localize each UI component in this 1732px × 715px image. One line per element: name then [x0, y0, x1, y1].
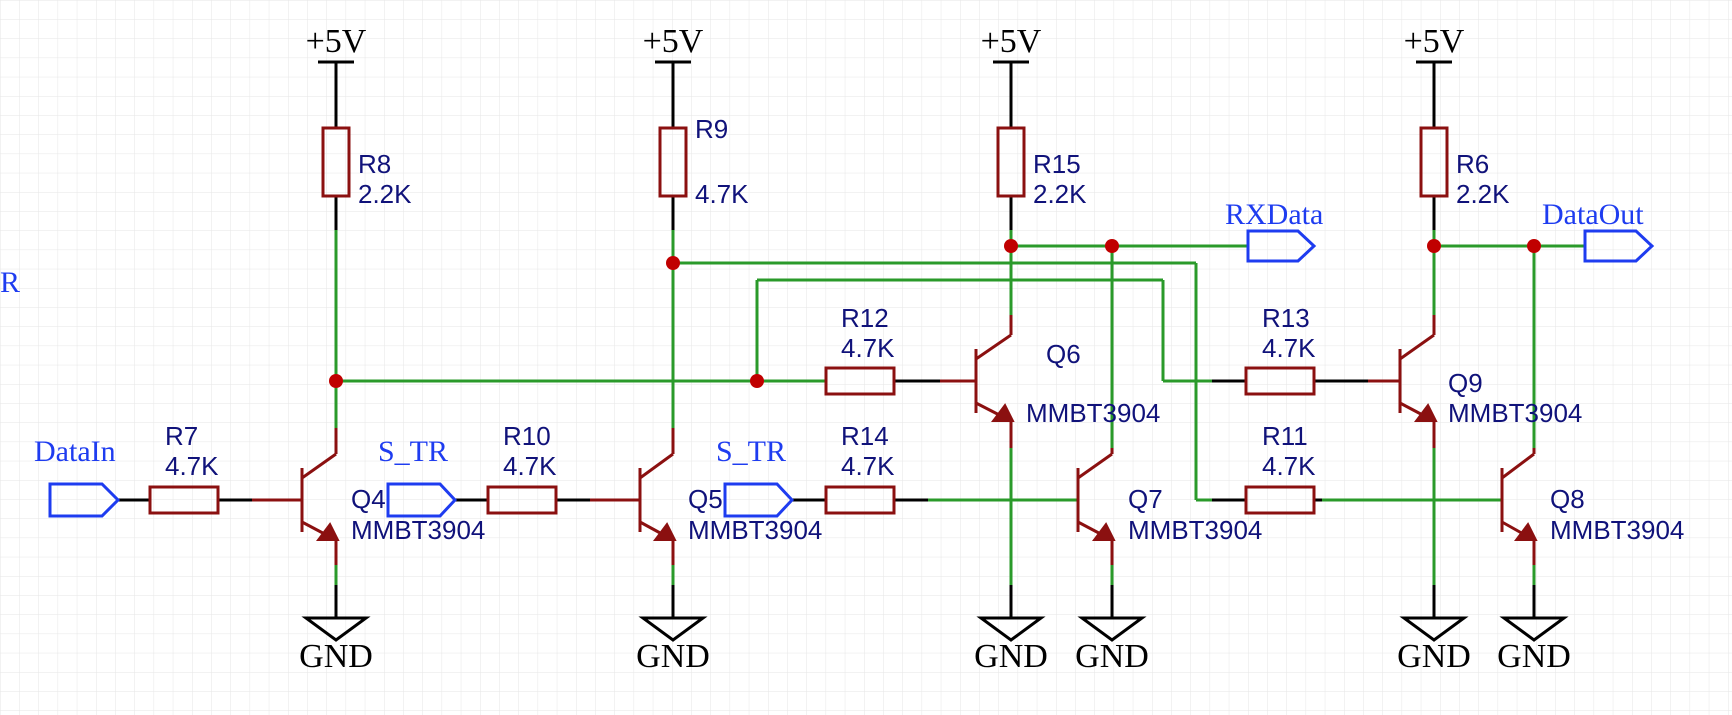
resistor-r10[interactable] [486, 485, 558, 515]
r13-value: 4.7K [1262, 333, 1316, 363]
transistor-q9[interactable] [1368, 315, 1438, 448]
q8-ref: Q8 [1550, 484, 1585, 514]
junction-dot [1427, 239, 1441, 253]
transistor-q6[interactable] [940, 315, 1015, 448]
r11-value: 4.7K [1262, 451, 1316, 481]
gnd-symbols: GND GND GND GND GND GND [299, 616, 1571, 675]
net-label-s-tr-1: S_TR [378, 435, 448, 468]
gnd-label-6: GND [1497, 638, 1571, 675]
resistor-r11[interactable] [1244, 485, 1316, 515]
net-label-datain: DataIn [34, 435, 116, 468]
resistor-r13[interactable] [1244, 366, 1316, 396]
gnd-label-1: GND [299, 638, 373, 675]
q8-part: MMBT3904 [1550, 515, 1684, 545]
r6-value: 2.2K [1456, 179, 1510, 209]
r12-ref: R12 [841, 303, 889, 333]
gnd-label-5: GND [1397, 638, 1471, 675]
vcc-label-1: +5V [306, 23, 367, 60]
pin-leads [118, 62, 1536, 618]
net-port-s-tr-1[interactable] [386, 482, 458, 518]
resistors [148, 126, 1449, 515]
r9-ref: R9 [695, 114, 728, 144]
vcc-label-2: +5V [643, 23, 704, 60]
q4-ref: Q4 [351, 484, 386, 514]
junctions [329, 239, 1541, 388]
resistor-r7[interactable] [148, 485, 220, 515]
transistor-q7[interactable] [1076, 448, 1116, 565]
transistor-q5[interactable] [590, 428, 677, 565]
r11-ref: R11 [1262, 421, 1308, 451]
gnd-label-2: GND [636, 638, 710, 675]
resistor-r9[interactable] [658, 126, 688, 198]
resistor-r12[interactable] [824, 366, 896, 396]
transistor-q8[interactable] [1500, 448, 1538, 565]
vcc-label-4: +5V [1404, 23, 1465, 60]
resistor-r6[interactable] [1419, 126, 1449, 198]
q6-ref: Q6 [1046, 339, 1081, 369]
gnd-label-3: GND [974, 638, 1048, 675]
r8-ref: R8 [358, 149, 391, 179]
q6-part: MMBT3904 [1026, 398, 1160, 428]
r14-value: 4.7K [841, 451, 895, 481]
net-label-edge-fragment: R [0, 266, 20, 299]
q7-part: MMBT3904 [1128, 515, 1262, 545]
r15-ref: R15 [1033, 149, 1081, 179]
r15-value: 2.2K [1033, 179, 1087, 209]
r6-ref: R6 [1456, 149, 1489, 179]
net-port-datain[interactable] [48, 482, 121, 518]
q5-ref: Q5 [688, 484, 723, 514]
net-label-s-tr-2: S_TR [716, 435, 786, 468]
q5-part: MMBT3904 [688, 515, 822, 545]
r9-value: 4.7K [695, 179, 749, 209]
vcc-label-3: +5V [981, 23, 1042, 60]
junction-dot [1527, 239, 1541, 253]
resistor-r15[interactable] [996, 126, 1026, 198]
q9-ref: Q9 [1448, 368, 1483, 398]
resistor-r8[interactable] [321, 126, 351, 198]
net-port-s-tr-2[interactable] [723, 482, 795, 518]
net-ports: R DataIn S_TR S_TR RXData DataOut [0, 198, 1655, 518]
component-labels: R8 2.2K R9 4.7K R15 2.2K R6 2.2K R7 4.7K… [165, 114, 1684, 545]
transistor-q4[interactable] [252, 428, 340, 565]
r13-ref: R13 [1262, 303, 1310, 333]
junction-dot [750, 374, 764, 388]
net-port-dataout[interactable] [1583, 229, 1655, 263]
r7-value: 4.7K [165, 451, 219, 481]
r10-ref: R10 [503, 421, 551, 451]
junction-dot [666, 256, 680, 270]
r12-value: 4.7K [841, 333, 895, 363]
r14-ref: R14 [841, 421, 889, 451]
r10-value: 4.7K [503, 451, 557, 481]
vcc-symbols: +5V +5V +5V +5V [306, 23, 1465, 64]
r7-ref: R7 [165, 421, 198, 451]
junction-dot [1004, 239, 1018, 253]
transistors [252, 315, 1538, 565]
r8-value: 2.2K [358, 179, 412, 209]
gnd-label-4: GND [1075, 638, 1149, 675]
junction-dot [1105, 239, 1119, 253]
q4-part: MMBT3904 [351, 515, 485, 545]
net-label-rxdata: RXData [1225, 198, 1323, 231]
resistor-r14[interactable] [824, 485, 896, 515]
q7-ref: Q7 [1128, 484, 1163, 514]
q9-part: MMBT3904 [1448, 398, 1582, 428]
junction-dot [329, 374, 343, 388]
net-label-dataout: DataOut [1542, 198, 1644, 231]
net-port-rxdata[interactable] [1246, 229, 1317, 263]
